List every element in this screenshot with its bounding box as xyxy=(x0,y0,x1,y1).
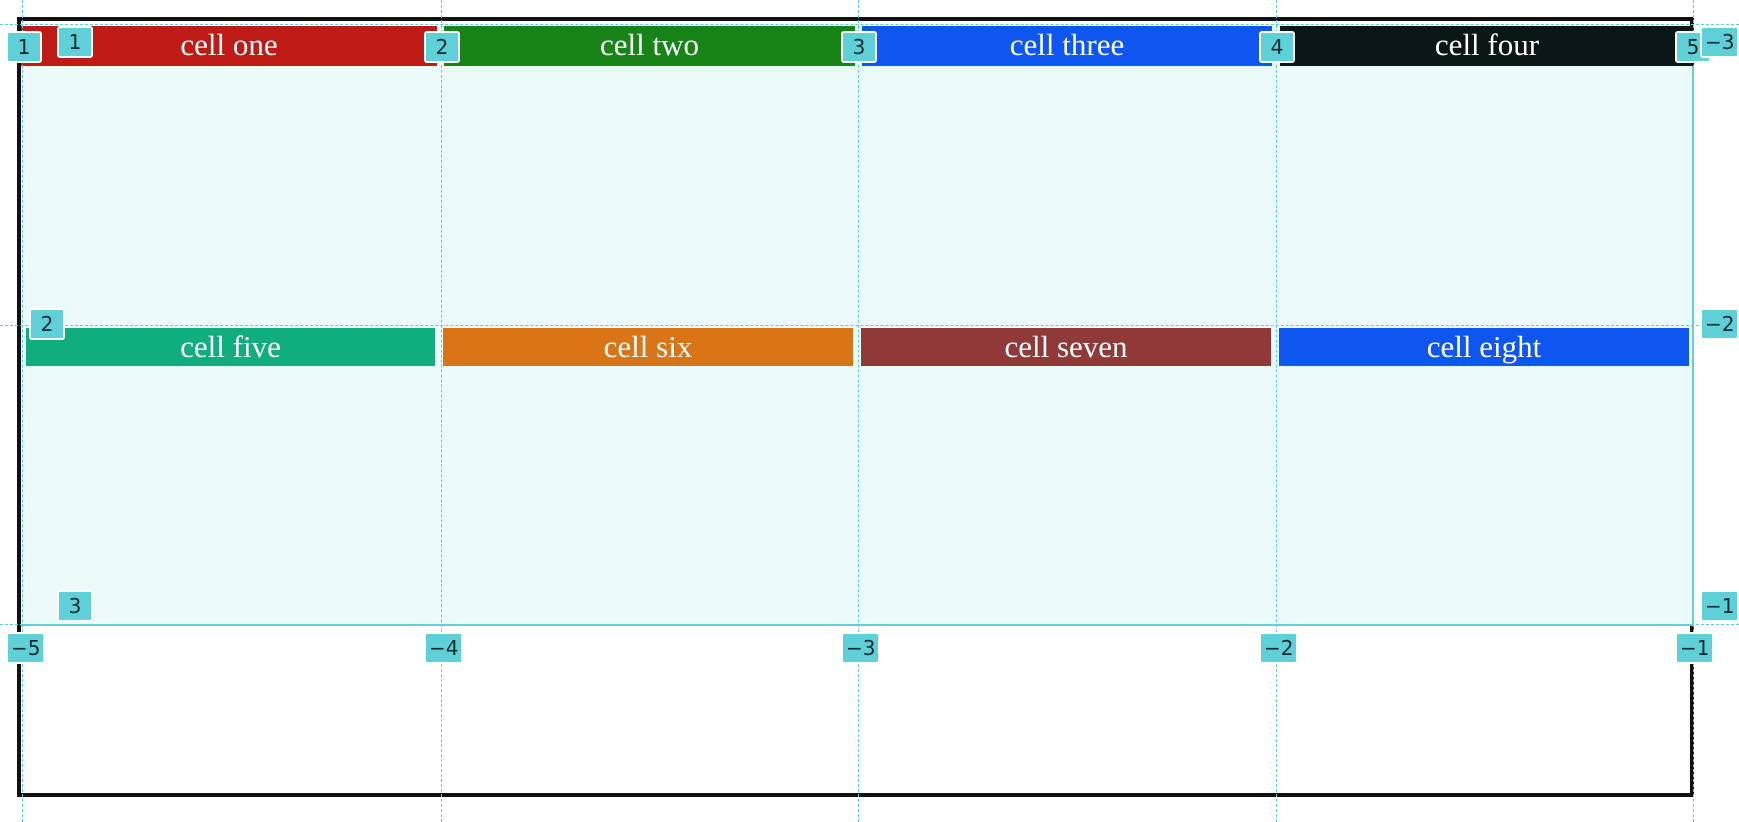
column-line-negative-badge: −4 xyxy=(424,632,464,664)
column-line-negative-badge: −5 xyxy=(6,632,46,664)
row-line-negative-badge: −1 xyxy=(1700,590,1739,622)
grid-cell: cell five xyxy=(26,328,435,366)
column-line xyxy=(22,0,23,822)
row-line-number-badge: 3 xyxy=(57,590,93,622)
grid-cell: cell eight xyxy=(1279,328,1689,366)
column-line-number-badge: 4 xyxy=(1259,31,1295,63)
row-line-negative-badge: −3 xyxy=(1700,26,1739,58)
column-line-negative-badge: −2 xyxy=(1259,632,1299,664)
column-line xyxy=(1276,0,1277,822)
column-line xyxy=(858,0,859,822)
column-line-negative-badge: −1 xyxy=(1675,632,1715,664)
column-line-number-badge: 1 xyxy=(6,31,42,63)
grid-cell: cell four xyxy=(1280,26,1694,66)
row-line xyxy=(0,624,1739,625)
grid-area-bottom-edge xyxy=(21,624,1694,626)
grid-cell: cell six xyxy=(443,328,853,366)
column-line-negative-badge: −3 xyxy=(841,632,881,664)
grid-cell: cell two xyxy=(444,26,855,66)
column-line xyxy=(441,0,442,822)
row-line xyxy=(0,24,1739,25)
grid-cell: cell seven xyxy=(861,328,1271,366)
row-line-number-badge: 2 xyxy=(29,308,65,340)
row-line-number-badge: 1 xyxy=(57,26,93,58)
column-line xyxy=(1693,0,1694,822)
column-line-number-badge: 3 xyxy=(841,31,877,63)
column-line-number-badge: 2 xyxy=(424,31,460,63)
row-line-negative-badge: −2 xyxy=(1700,308,1739,340)
row-line xyxy=(0,325,1739,326)
grid-cell: cell three xyxy=(862,26,1272,66)
